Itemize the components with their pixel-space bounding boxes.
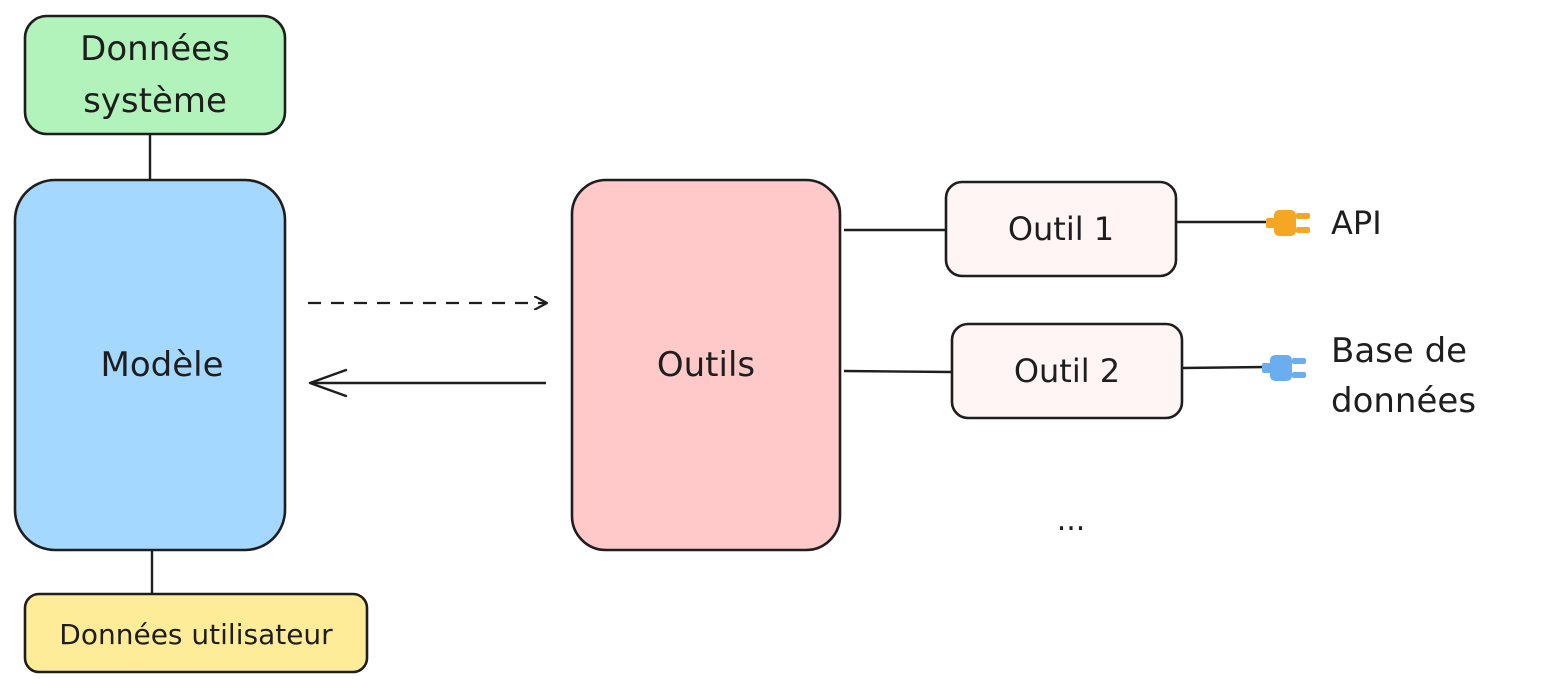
plug-icon xyxy=(1266,210,1310,236)
tool1-label: Outil 1 xyxy=(1008,210,1114,248)
user-data-label: Données utilisateur xyxy=(59,618,333,651)
tool1-box: Outil 1 xyxy=(944,180,1178,278)
system-data-box: Données système xyxy=(23,14,287,136)
plug-icon xyxy=(1262,355,1306,381)
tools-box: Outils xyxy=(570,178,842,552)
connector-tool2-to-database xyxy=(1181,365,1267,370)
database-label-line1: Base de xyxy=(1331,331,1467,371)
system-data-label-line2: système xyxy=(83,81,227,121)
solid-arrowhead xyxy=(308,368,348,398)
user-data-box: Données utilisateur xyxy=(23,592,369,674)
more-tools-ellipsis: ... xyxy=(1057,503,1086,538)
system-data-label-line1: Données xyxy=(80,29,230,69)
tool2-label: Outil 2 xyxy=(1014,352,1120,390)
model-box: Modèle xyxy=(13,178,287,552)
tool2-box: Outil 2 xyxy=(950,322,1184,420)
api-label: API xyxy=(1331,204,1382,242)
tools-label: Outils xyxy=(657,345,755,385)
database-label-line2: données xyxy=(1331,381,1476,421)
model-label: Modèle xyxy=(100,345,223,385)
connector-tools-to-tool2 xyxy=(843,369,953,374)
